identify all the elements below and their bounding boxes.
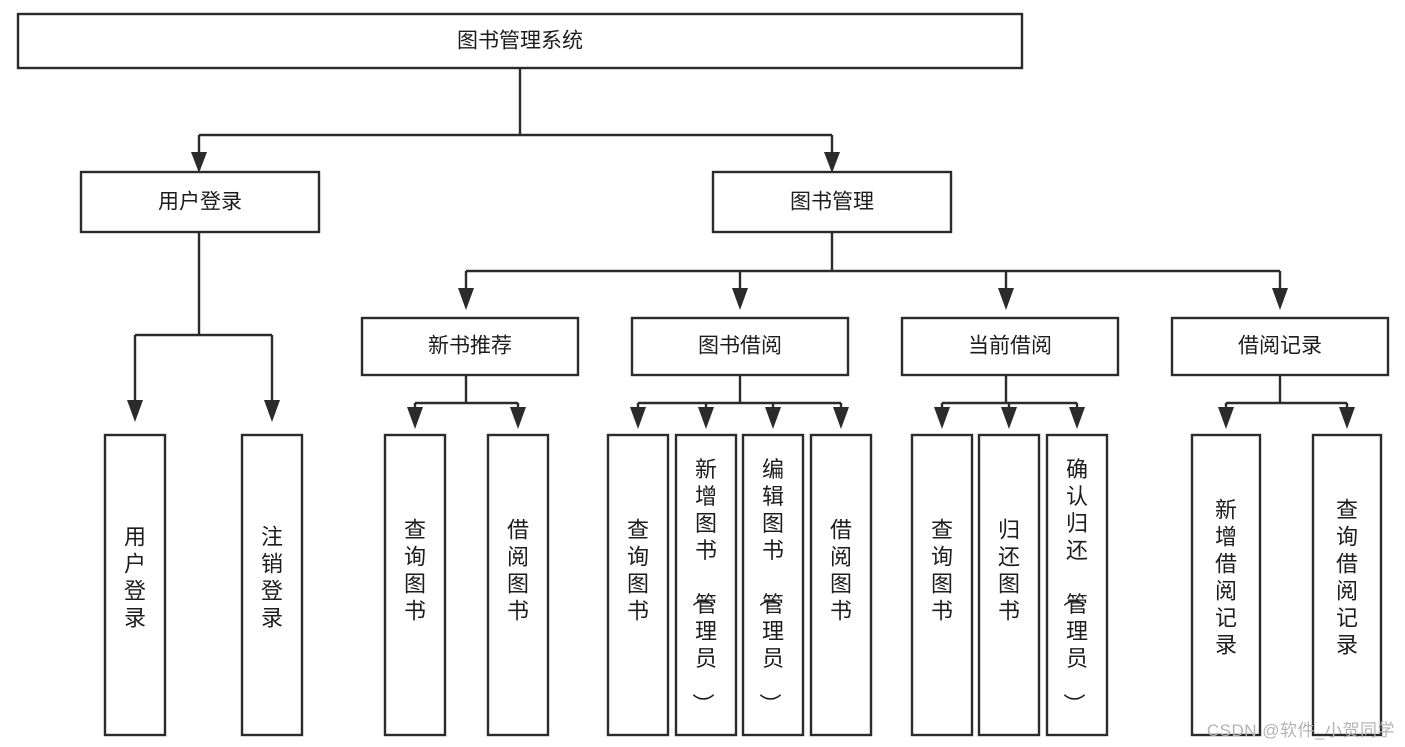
node-leaf-return-book-label: 归还图书: [998, 518, 1020, 624]
node-leaf-logout-login-label: 注销登录: [261, 525, 283, 631]
arrow-head-leaf-query-book-2: [630, 407, 646, 429]
node-leaf-edit-book-admin-label: 编辑图书（管理员）: [757, 457, 784, 715]
node-leaf-return-book[interactable]: 归还图书: [977, 433, 1041, 737]
connector-layer: [127, 68, 1355, 429]
node-leaf-confirm-return-admin-label: 确认归还（管理员）: [1061, 457, 1088, 715]
node-book-manage[interactable]: 图书管理: [711, 170, 953, 234]
node-leaf-query-book-3-label: 查询图书: [931, 518, 953, 624]
arrow-head-leaf-query-book-1: [407, 407, 423, 429]
node-borrow-record-box[interactable]: [1170, 316, 1390, 377]
node-user-login[interactable]: 用户登录: [79, 170, 321, 234]
node-leaf-borrow-book-1[interactable]: 借阅图书: [486, 433, 550, 737]
arrow-head-new-book-recommend: [458, 288, 474, 310]
node-current-borrow-box[interactable]: [900, 316, 1120, 377]
node-leaf-confirm-return-admin-box[interactable]: [1045, 433, 1109, 737]
arrow-head-leaf-borrow-book-2: [833, 407, 849, 429]
node-new-book-recommend-box[interactable]: [360, 316, 580, 377]
arrow-head-leaf-logout-login: [264, 400, 280, 422]
arrow-head-book-borrow: [732, 288, 748, 310]
node-leaf-user-login[interactable]: 用户登录: [103, 433, 167, 737]
node-leaf-borrow-book-2[interactable]: 借阅图书: [809, 433, 873, 737]
node-leaf-user-login-box[interactable]: [103, 433, 167, 737]
node-book-borrow-label: 图书借阅: [698, 335, 782, 358]
node-new-book-recommend-label: 新书推荐: [428, 335, 512, 358]
arrow-head-leaf-add-borrow-record: [1218, 407, 1234, 429]
csdn-watermark: CSDN @软件_小贺同学: [1206, 721, 1395, 740]
arrow-head-leaf-confirm-return-admin: [1069, 407, 1085, 429]
node-leaf-borrow-book-2-label: 借阅图书: [830, 518, 852, 624]
node-leaf-query-book-2-label: 查询图书: [627, 518, 649, 624]
arrow-head-leaf-user-login: [127, 400, 143, 422]
node-leaf-query-borrow-record[interactable]: 查询借阅记录: [1311, 433, 1383, 737]
node-leaf-edit-book-admin-box[interactable]: [741, 433, 805, 737]
node-leaf-query-book-1-box[interactable]: [383, 433, 447, 737]
node-new-book-recommend[interactable]: 新书推荐: [360, 316, 580, 377]
node-leaf-user-login-label: 用户登录: [124, 525, 146, 631]
node-leaf-confirm-return-admin[interactable]: 确认归还（管理员）: [1045, 433, 1109, 737]
node-leaf-logout-login[interactable]: 注销登录: [240, 433, 304, 737]
node-root[interactable]: 图书管理系统: [16, 12, 1024, 70]
node-current-borrow[interactable]: 当前借阅: [900, 316, 1120, 377]
node-leaf-query-book-1-label: 查询图书: [404, 518, 426, 624]
node-root-label: 图书管理系统: [457, 30, 583, 53]
node-leaf-add-book-admin-label: 新增图书（管理员）: [690, 457, 717, 715]
node-leaf-query-book-1[interactable]: 查询图书: [383, 433, 447, 737]
node-book-borrow-box[interactable]: [630, 316, 850, 377]
node-book-manage-box[interactable]: [711, 170, 953, 234]
arrow-head-leaf-query-book-3: [934, 407, 950, 429]
node-leaf-query-book-2[interactable]: 查询图书: [606, 433, 670, 737]
node-leaf-borrow-book-2-box[interactable]: [809, 433, 873, 737]
node-leaf-logout-login-box[interactable]: [240, 433, 304, 737]
node-leaf-query-borrow-record-label: 查询借阅记录: [1336, 498, 1358, 658]
node-book-manage-label: 图书管理: [790, 191, 874, 214]
node-leaf-add-book-admin-box[interactable]: [674, 433, 738, 737]
arrow-head-leaf-borrow-book-1: [510, 407, 526, 429]
arrow-head-leaf-add-book-admin: [698, 407, 714, 429]
node-leaf-borrow-book-1-box[interactable]: [486, 433, 550, 737]
node-leaf-add-borrow-record-label: 新增借阅记录: [1215, 498, 1237, 658]
node-book-borrow[interactable]: 图书借阅: [630, 316, 850, 377]
node-leaf-borrow-book-1-label: 借阅图书: [507, 518, 529, 624]
node-leaf-edit-book-admin[interactable]: 编辑图书（管理员）: [741, 433, 805, 737]
node-user-login-box[interactable]: [79, 170, 321, 234]
node-leaf-return-book-box[interactable]: [977, 433, 1041, 737]
arrow-head-user-login: [191, 152, 207, 173]
arrow-head-leaf-return-book: [1001, 407, 1017, 429]
node-leaf-add-borrow-record[interactable]: 新增借阅记录: [1190, 433, 1262, 737]
node-borrow-record[interactable]: 借阅记录: [1170, 316, 1390, 377]
arrow-head-current-borrow: [998, 288, 1014, 310]
arrow-head-borrow-record: [1272, 288, 1288, 310]
node-leaf-add-borrow-record-box[interactable]: [1190, 433, 1262, 737]
arrow-head-book-manage: [824, 152, 840, 173]
node-current-borrow-label: 当前借阅: [968, 335, 1052, 358]
node-leaf-query-book-3[interactable]: 查询图书: [910, 433, 974, 737]
node-user-login-label: 用户登录: [158, 191, 242, 214]
node-leaf-query-book-2-box[interactable]: [606, 433, 670, 737]
node-leaf-query-borrow-record-box[interactable]: [1311, 433, 1383, 737]
arrow-head-leaf-query-borrow-record: [1339, 407, 1355, 429]
node-borrow-record-label: 借阅记录: [1238, 335, 1322, 358]
arrow-head-leaf-edit-book-admin: [765, 407, 781, 429]
node-leaf-add-book-admin[interactable]: 新增图书（管理员）: [674, 433, 738, 737]
node-root-box[interactable]: [16, 12, 1024, 70]
node-leaf-query-book-3-box[interactable]: [910, 433, 974, 737]
